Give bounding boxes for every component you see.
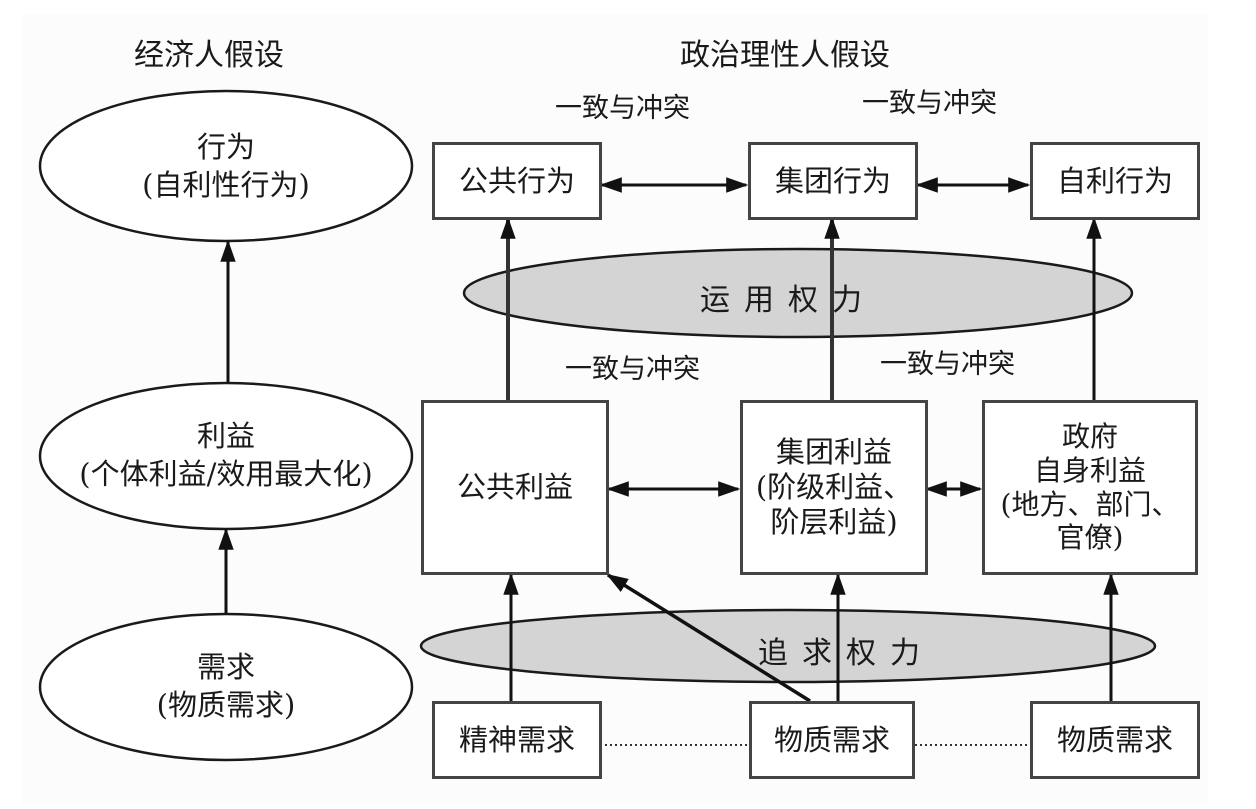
material-need-box-middle: 物质需求 [749,701,915,779]
spiritual-need-label: 精神需求 [458,722,575,757]
band-label-pursue-power: 追求权力 [758,636,934,671]
government-interest-detail-1: (地方、部门、 [1000,487,1180,521]
material-need-box-right: 物质需求 [1030,701,1200,779]
government-interest-detail-2: 官僚) [1056,521,1124,555]
self-interest-behavior-label: 自利行为 [1056,163,1173,198]
heading-political-rational-man: 政治理性人假设 [680,38,890,73]
behavior-detail: (自利性行为) [142,168,310,202]
group-interest-detail-2: 阶层利益) [770,504,898,539]
material-need-label-middle: 物质需求 [773,722,890,757]
interest-node: 利益 (个体利益/效用最大化) [40,397,412,515]
group-interest-box: 集团利益 (阶级利益、 阶层利益) [740,400,928,575]
relation-label-group-gov-interest: 一致与冲突 [880,349,1015,380]
arrow-material-need-to-public-interest [606,573,811,703]
relation-label-group-self-behavior: 一致与冲突 [862,88,997,119]
self-interest-behavior-box: 自利行为 [1030,142,1200,220]
public-interest-box: 公共利益 [421,400,609,575]
relation-label-public-group-behavior: 一致与冲突 [555,93,690,124]
behavior-node: 行为 (自利性行为) [60,108,392,226]
behavior-title: 行为 [196,130,255,165]
government-interest-label-1: 政府 [1061,420,1118,454]
heading-economic-man: 经济人假设 [134,38,284,73]
band-use-power [462,247,1134,339]
group-behavior-box: 集团行为 [748,142,918,220]
public-behavior-label: 公共行为 [458,163,575,198]
relation-label-public-group-interest: 一致与冲突 [565,354,700,385]
need-node: 需求 (物质需求) [60,628,392,746]
group-interest-label: 集团利益 [775,435,892,470]
spiritual-need-box: 精神需求 [432,701,602,779]
public-behavior-box: 公共行为 [432,142,602,220]
need-title: 需求 [196,650,255,685]
interest-title: 利益 [196,419,255,454]
band-pursue-power [419,608,1157,684]
government-interest-box: 政府 自身利益 (地方、部门、 官僚) [982,400,1198,575]
need-detail: (物质需求) [156,688,296,722]
interest-detail: (个体利益/效用最大化) [79,457,373,491]
material-need-label-right: 物质需求 [1056,722,1173,757]
band-label-use-power: 运用权力 [700,283,876,318]
group-behavior-label: 集团行为 [774,163,891,198]
group-interest-detail-1: (阶级利益、 [755,470,913,505]
public-interest-label: 公共利益 [456,470,573,505]
government-interest-label-2: 自身利益 [1033,453,1146,487]
